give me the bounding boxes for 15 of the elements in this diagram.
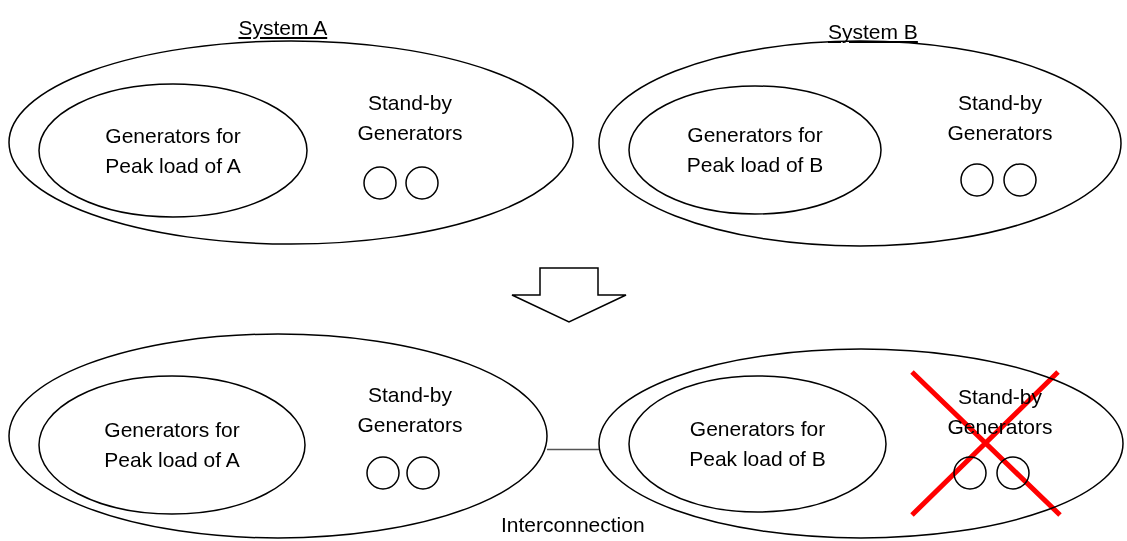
standby-label: Stand-by Generators	[356, 90, 464, 146]
edge-label: Interconnection	[501, 512, 645, 538]
generator-group-label: Generators for Peak load of A	[104, 122, 242, 179]
system-title: System A	[238, 15, 328, 41]
generator-group-ellipse	[38, 375, 306, 515]
generator-group-label: Generators for Peak load of A	[103, 417, 241, 473]
generator-group-ellipse	[38, 83, 308, 218]
connection-line	[546, 448, 600, 451]
generator-group-label: Generators for Peak load of B	[685, 122, 825, 178]
generator-group-ellipse	[628, 85, 882, 215]
standby-label: Stand-by Generators	[946, 90, 1054, 146]
system-title: System B	[828, 19, 918, 45]
generator-group-ellipse	[628, 375, 887, 513]
standby-label: Stand-by Generators	[356, 382, 464, 438]
generator-group-label: Generators for Peak load of B	[688, 416, 827, 472]
